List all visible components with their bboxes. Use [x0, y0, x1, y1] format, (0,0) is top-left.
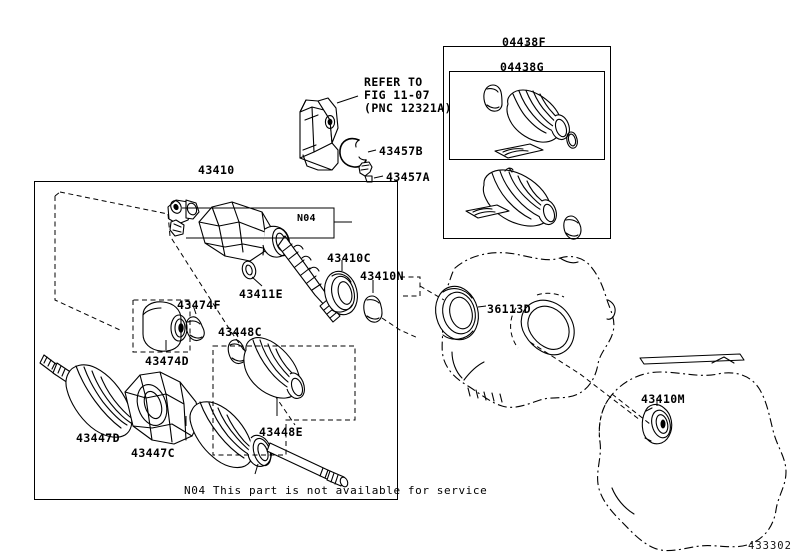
label-43411e: 43411E — [239, 287, 283, 301]
label-43410: 43410 — [198, 163, 235, 177]
bracket-part-12321a — [299, 95, 359, 171]
dash-link-seal — [419, 285, 445, 301]
page-number: 433302 — [748, 540, 792, 552]
label-43474d: 43474D — [145, 354, 189, 368]
n04-callout — [182, 207, 352, 239]
label-04438g: 04438G — [500, 60, 544, 74]
part-43410n-snapring — [363, 280, 383, 323]
label-43410c: 43410C — [327, 251, 371, 265]
dash-group-43448 — [212, 345, 356, 456]
label-43448c: 43448C — [218, 325, 262, 339]
label-43457b: 43457B — [379, 144, 423, 158]
inner-joint-assembly-43410 — [167, 199, 341, 323]
dash-group-43474 — [132, 299, 191, 353]
part-43457a-pin — [358, 161, 384, 183]
label-43410m: 43410M — [641, 392, 685, 406]
part-43474d-damper — [142, 301, 188, 352]
dash-group-left — [54, 196, 121, 331]
part-43448e-boot — [243, 337, 305, 416]
label-04438f: 04438F — [502, 35, 546, 49]
label-43474f: 43474F — [177, 298, 221, 312]
label-43410n: 43410N — [360, 269, 404, 283]
part-43447c-clamp — [247, 434, 349, 488]
boot-kit-inner-contents — [483, 84, 578, 159]
part-43410c-bearing — [324, 260, 358, 316]
boot-kit-inner-panel — [449, 71, 605, 160]
transaxle-case-lower — [597, 353, 787, 552]
part-43411e-ring — [241, 260, 263, 287]
main-assembly-panel — [34, 181, 398, 500]
dash-link-snapring — [381, 317, 419, 339]
label-43448e: 43448E — [259, 425, 303, 439]
refer-to-line1: REFER TO — [364, 75, 423, 89]
label-43447d: 43447D — [76, 431, 120, 445]
boot-kit-outer-contents — [465, 167, 582, 240]
refer-to-line3: (PNC 12321A) — [364, 101, 452, 115]
footnote-n04: N04 This part is not available for servi… — [184, 484, 488, 497]
label-n04-callout: N04 — [297, 213, 316, 224]
label-36113d: 36113D — [487, 302, 531, 316]
label-43447c: 43447C — [131, 446, 175, 460]
part-43457b-clip — [339, 137, 377, 168]
label-43457a: 43457A — [386, 170, 430, 184]
refer-to-line2: FIG 11-07 — [364, 88, 430, 102]
dash-group-n04-top — [59, 191, 169, 215]
transaxle-case-upper — [435, 252, 616, 408]
refer-to-note: REFER TO FIG 11-07 (PNC 12321A) — [364, 76, 452, 115]
dash-a — [54, 191, 61, 197]
part-43474f-clamp — [185, 304, 205, 342]
dash-link-case-to-seal — [529, 341, 641, 421]
boot-kit-outer-panel — [443, 46, 611, 239]
part-43447d-outer-joint — [39, 354, 256, 469]
